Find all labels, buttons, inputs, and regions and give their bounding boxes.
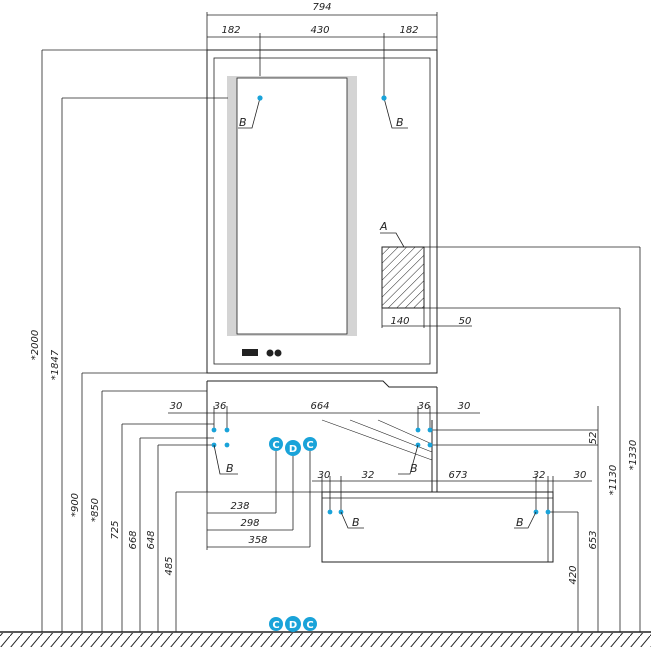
dim-b-673: 673: [448, 470, 467, 481]
label-b: B: [396, 116, 404, 129]
dim-b-30: 30: [318, 470, 331, 481]
badge-c-icon: [303, 617, 317, 631]
dim-h-900: *900: [70, 493, 81, 517]
mirror-cabinet: [206, 49, 438, 374]
dim-b-32: 32: [362, 470, 375, 481]
badge-group-lower: [269, 616, 317, 632]
dim-top-width: 794: [312, 2, 331, 13]
dim-w-358: 358: [248, 535, 267, 546]
dim-top-right: 182: [399, 25, 418, 36]
dim-c-664: 664: [310, 401, 329, 412]
label-b: B: [239, 116, 247, 129]
mirror-markers: [238, 97, 408, 129]
lower-width-dimensions: [206, 451, 311, 550]
badge-d-icon: [285, 616, 301, 632]
drawer-marker-leaders: [340, 511, 537, 529]
hatched-area-a: [380, 232, 472, 328]
console-mount-dots: [211, 427, 433, 448]
badge-group-upper: [269, 437, 317, 456]
label-b: B: [516, 516, 524, 529]
dim-w-298: 298: [240, 518, 259, 529]
dim-h-668: 668: [128, 530, 139, 549]
label-b: B: [226, 462, 234, 475]
dim-top-left: 182: [221, 25, 240, 36]
dim-c-36-left: 36: [214, 401, 227, 412]
dim-h-1847: *1847: [50, 349, 61, 380]
badge-c-icon: [269, 437, 283, 451]
drawer-dimensions: [312, 476, 592, 512]
dim-c-30-right: 30: [458, 401, 471, 412]
console-shelf: [206, 380, 438, 492]
badge-d-text: D: [289, 620, 297, 631]
badge-c-text: C: [306, 440, 313, 451]
dim-h-725: 725: [110, 520, 121, 539]
badge-c-icon: [269, 617, 283, 631]
dim-h-850: *850: [90, 498, 101, 522]
dim-h-653: 653: [588, 530, 599, 549]
badge-c-text: C: [272, 620, 279, 631]
label-a: A: [379, 220, 388, 233]
dim-h-2000: *2000: [30, 330, 41, 360]
right-vertical-dimensions: [424, 246, 641, 632]
dim-w-238: 238: [230, 501, 249, 512]
dim-h-420: 420: [568, 565, 579, 584]
floor: [0, 631, 651, 647]
label-b: B: [410, 462, 418, 475]
badge-d-text: D: [289, 444, 297, 455]
dim-top-mid: 430: [310, 25, 329, 36]
dim-h-485: 485: [164, 556, 175, 575]
dim-b-32-right: 32: [533, 470, 546, 481]
dim-a-50: 50: [459, 316, 472, 327]
label-b: B: [352, 516, 360, 529]
badge-c-text: C: [272, 440, 279, 451]
console-marker-leaders: [213, 444, 419, 475]
dim-r-52: 52: [588, 432, 599, 445]
dim-c-30-left: 30: [170, 401, 183, 412]
top-dimensions: [206, 12, 438, 98]
dim-a-140: 140: [390, 316, 409, 327]
badge-c-text: C: [306, 620, 313, 631]
left-vertical-dimensions: [41, 49, 437, 632]
mount-point-dot: [381, 95, 387, 101]
dim-h-648: 648: [146, 530, 157, 549]
drawer-mount-dots: [327, 509, 551, 515]
mount-point-dot: [257, 95, 263, 101]
badge-c-icon: [303, 437, 317, 451]
dim-h-1130: *1130: [608, 465, 619, 495]
dim-b-30-right: 30: [574, 470, 587, 481]
dim-c-36-right: 36: [418, 401, 431, 412]
console-dimensions: [168, 406, 480, 430]
dim-h-1330: *1330: [628, 440, 639, 470]
badge-d-icon: [285, 440, 301, 456]
